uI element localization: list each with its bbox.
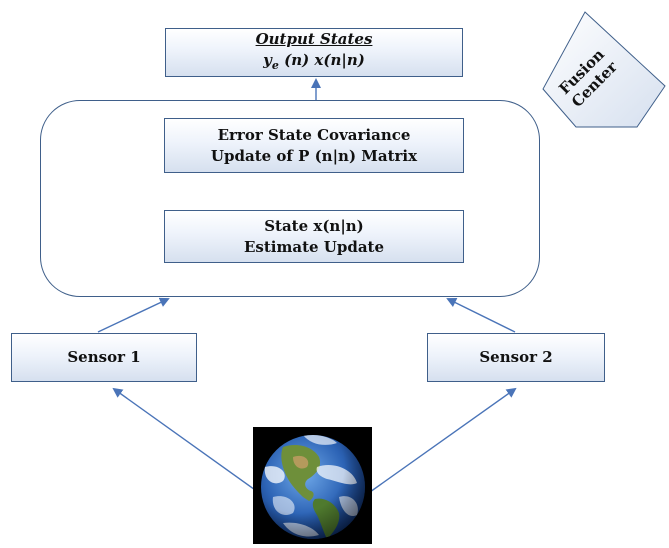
sensor-1-label: Sensor 1 [67, 348, 141, 366]
sensor-1-box: Sensor 1 [11, 333, 197, 382]
formula-subscript-e: e [271, 59, 279, 72]
arrow-earth-to-sensor1 [112, 387, 259, 493]
earth-globe-icon [253, 427, 372, 544]
arrow-earth-to-sensor2 [369, 387, 517, 493]
covariance-update-box: Error State Covariance Update of P (n|n)… [164, 118, 464, 173]
state-line-2: Estimate Update [243, 237, 385, 256]
arrow-sensor2-to-fusion [446, 298, 516, 333]
arrow-sensor1-to-fusion [97, 297, 170, 333]
output-states-box: Output States ye (n) x(n|n) [165, 28, 463, 77]
sensor-2-box: Sensor 2 [427, 333, 605, 382]
state-line-1: State x(n|n) [264, 216, 364, 235]
output-states-formula: ye (n) x(n|n) [263, 50, 365, 76]
covariance-line-1: Error State Covariance [217, 125, 411, 144]
covariance-line-2: Update of P (n|n) Matrix [210, 146, 418, 165]
formula-rest: (n) x(n|n) [278, 51, 365, 69]
formula-y: y [263, 51, 272, 69]
fusion-center-shape [542, 11, 666, 128]
output-states-title: Output States [255, 30, 373, 48]
sensor-2-label: Sensor 2 [479, 348, 553, 366]
state-estimate-box: State x(n|n) Estimate Update [164, 210, 464, 263]
